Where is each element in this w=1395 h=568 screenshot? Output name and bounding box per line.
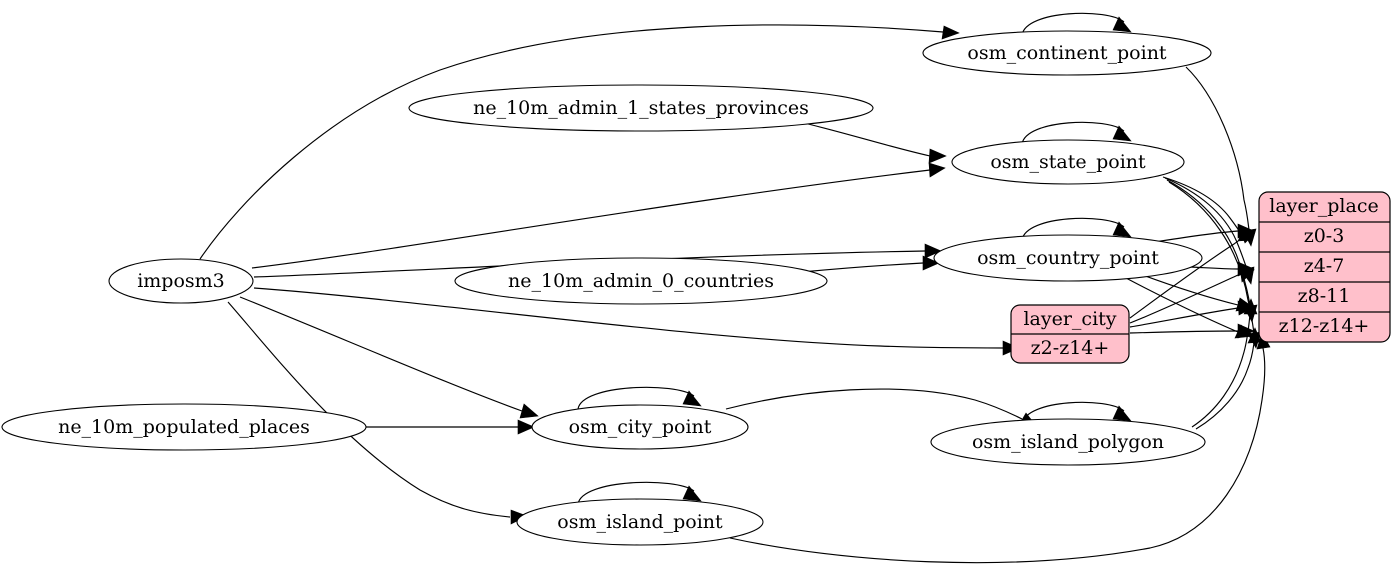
edge-osm-continent-point-to-layer-place-z0-3 <box>1185 66 1257 247</box>
edge-ne-populated-to-osm-city-point <box>366 419 535 435</box>
edges-layer <box>199 12 1271 564</box>
record-layer-place[interactable]: layer_place z0-3 z4-7 z8-11 z12-z14+ <box>1258 191 1391 343</box>
self-loop-osm-island-point <box>577 481 702 505</box>
node-osm-continent-point[interactable]: osm_continent_point <box>922 30 1212 76</box>
edge-osm-island-polygon-to-layer-place-z8-11 <box>1191 298 1258 428</box>
node-ne-10m-admin-0-countries[interactable]: ne_10m_admin_0_countries <box>454 257 828 305</box>
node-osm-country-point[interactable]: osm_country_point <box>933 234 1203 282</box>
node-imposm3[interactable]: imposm3 <box>108 258 254 304</box>
node-ne-10m-admin-1-states-provinces[interactable]: ne_10m_admin_1_states_provinces <box>408 84 874 132</box>
edge-imposm3-to-osm-state-point <box>251 162 946 269</box>
record-layer-city[interactable]: layer_city z2-z14+ <box>1010 304 1130 364</box>
self-loop-osm-island-polygon <box>1021 401 1132 425</box>
edge-ne-admin0-to-osm-country-point <box>801 255 940 273</box>
self-loop-osm-continent-point <box>1021 12 1132 36</box>
edge-ne-admin1-to-osm-state-point <box>799 121 947 164</box>
self-loop-osm-country-point <box>1021 217 1132 241</box>
edge-osm-city-point-to-osm-island-polygon <box>725 388 1038 428</box>
node-osm-city-point[interactable]: osm_city_point <box>531 404 749 450</box>
self-loop-osm-state-point <box>1021 121 1132 145</box>
node-osm-island-polygon[interactable]: osm_island_polygon <box>930 418 1206 466</box>
edge-osm-island-polygon-to-layer-place-z12 <box>1195 327 1262 430</box>
edge-layer-city-to-layer-place-z0-3 <box>1129 230 1255 319</box>
edge-imposm3-to-osm-city-point <box>239 296 539 419</box>
self-loop-osm-city-point <box>577 386 702 410</box>
node-ne-10m-populated-places[interactable]: ne_10m_populated_places <box>1 403 367 451</box>
edge-layer-city-to-layer-place-z12 <box>1129 323 1255 339</box>
edge-layer-city-to-layer-place-z4-7 <box>1129 267 1255 324</box>
edge-imposm3-to-osm-continent-point <box>199 24 960 260</box>
node-osm-state-point[interactable]: osm_state_point <box>951 139 1185 185</box>
edge-osm-country-point-to-layer-place-z8-11 <box>1139 273 1255 312</box>
node-osm-island-point[interactable]: osm_island_point <box>516 498 764 546</box>
nodes-layer: imposm3 ne_10m_admin_1_states_provinces … <box>1 30 1212 546</box>
